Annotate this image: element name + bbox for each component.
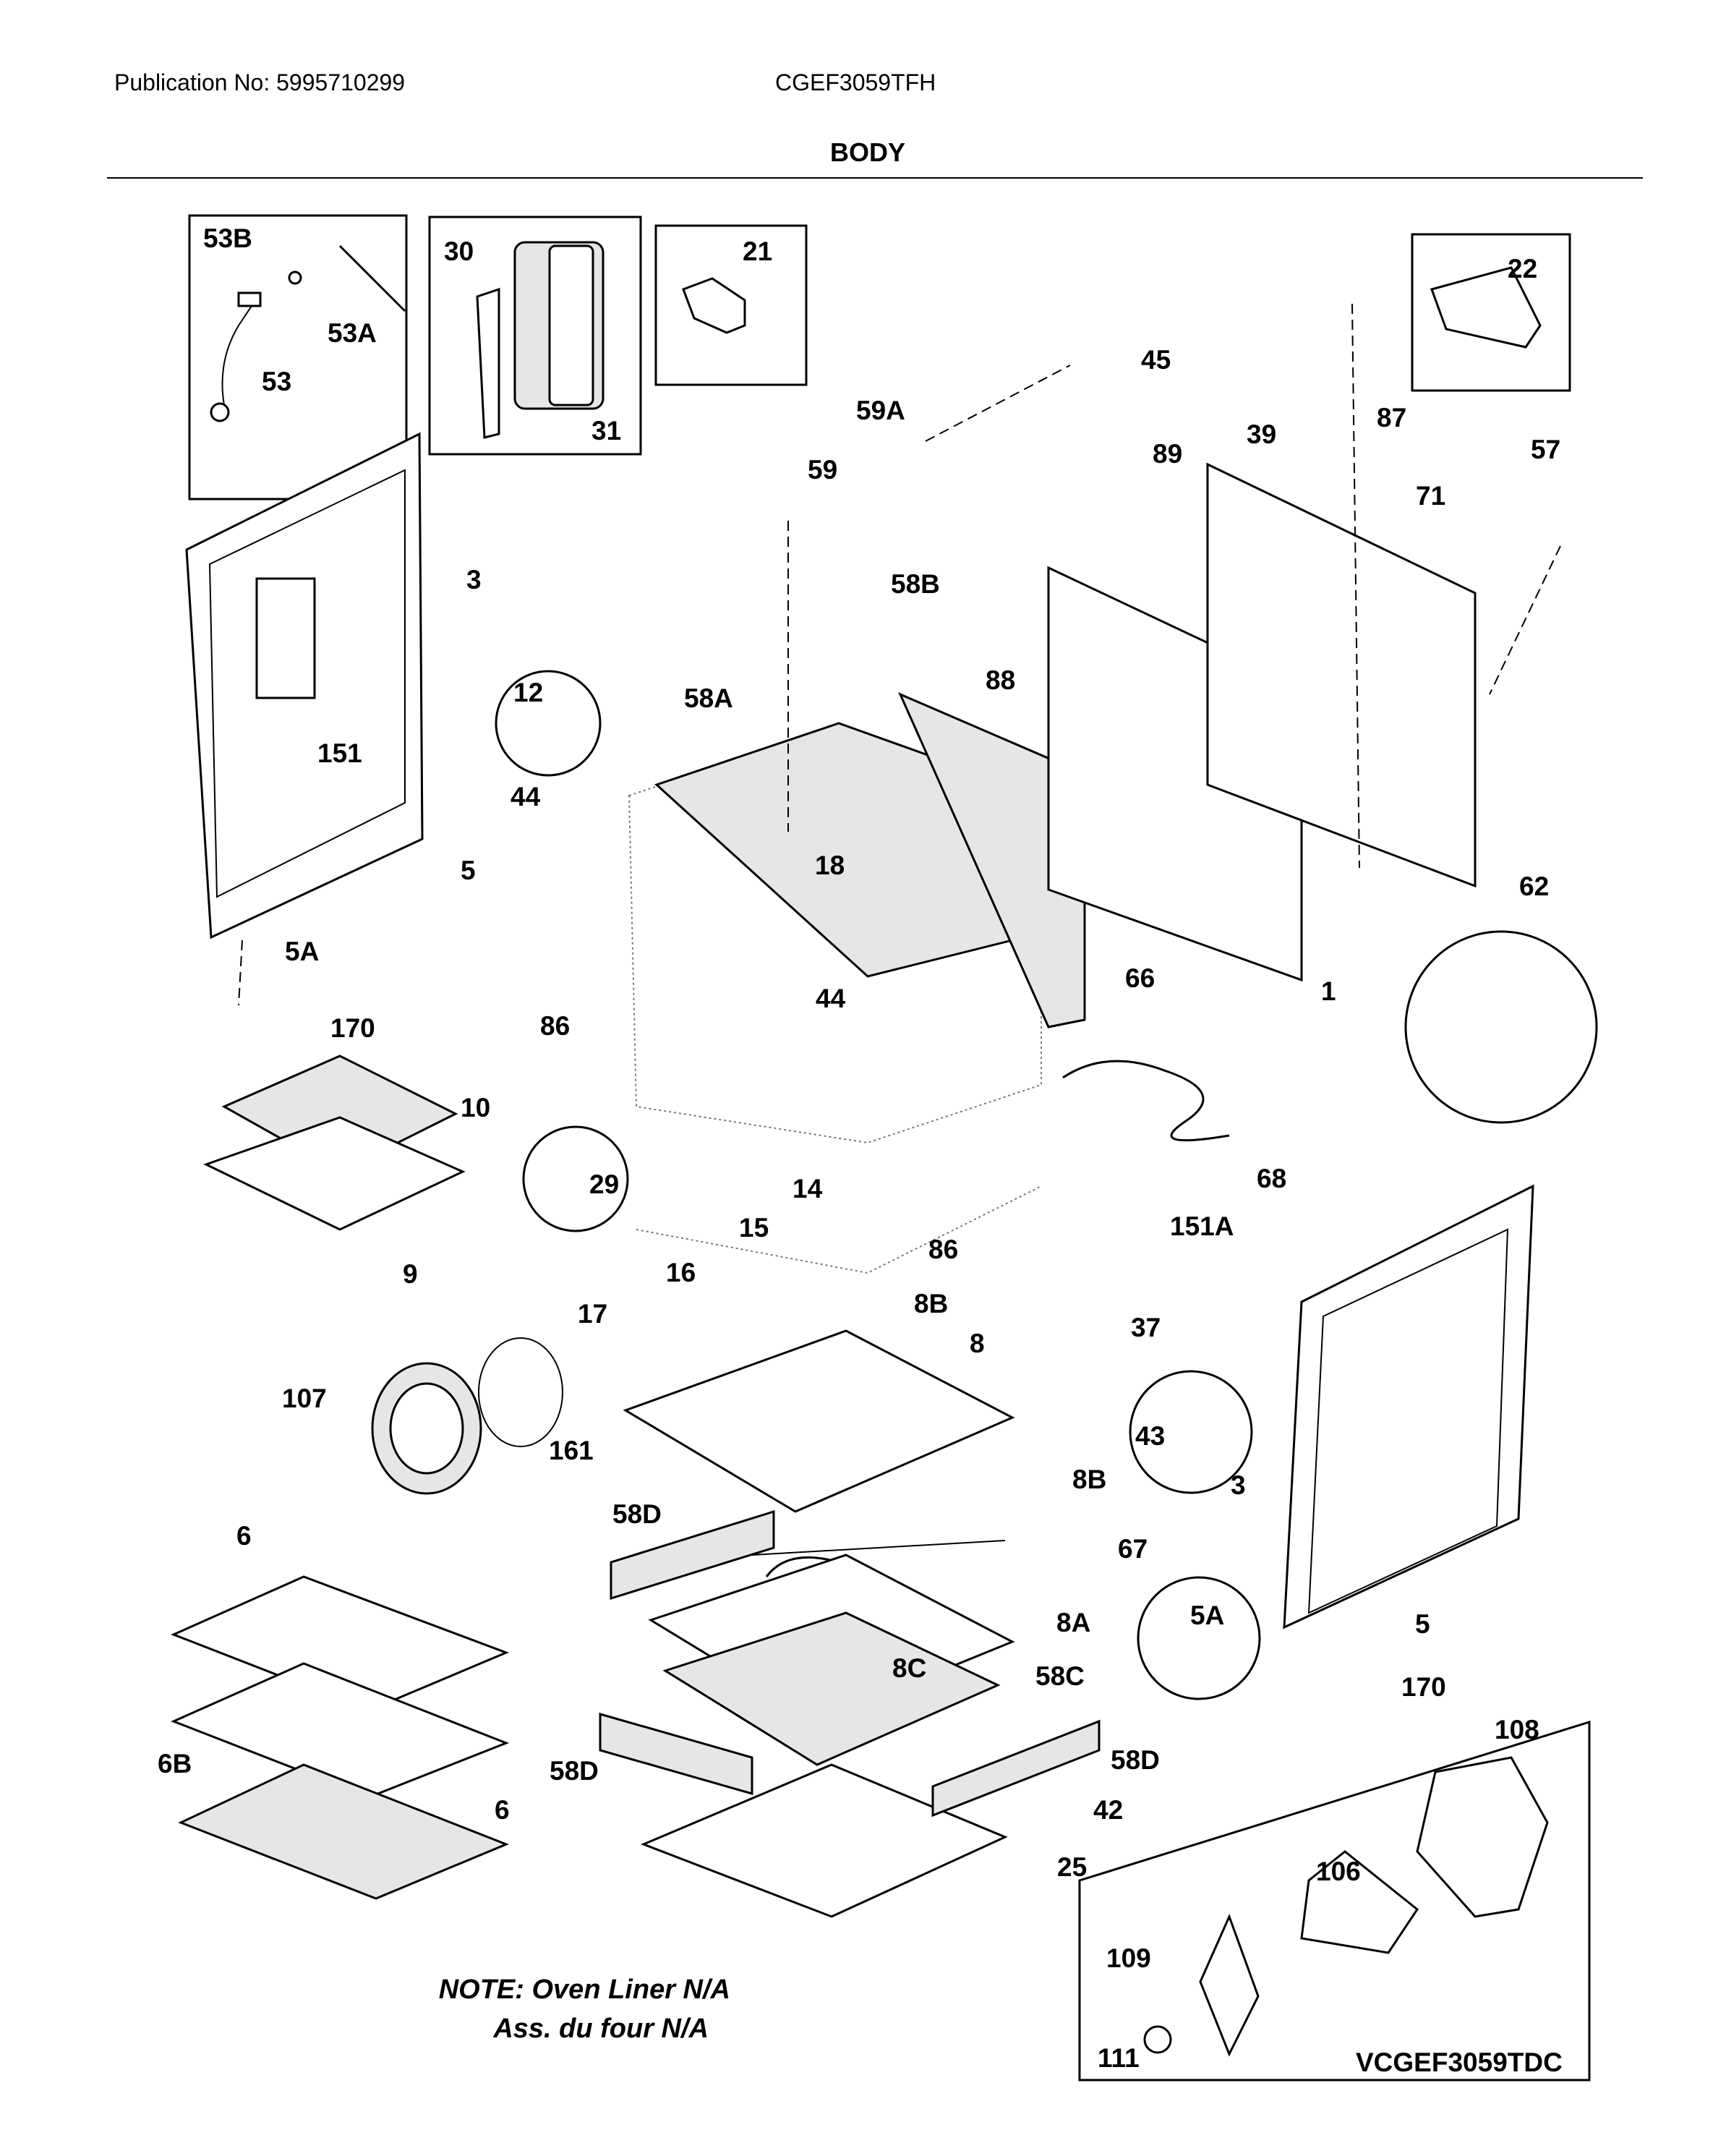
part-label: 86 (540, 1011, 570, 1041)
part-label: 71 (1416, 481, 1445, 511)
part-label: 58A (684, 683, 733, 713)
part-label: 15 (739, 1213, 769, 1243)
part-label: 5 (461, 856, 476, 885)
part-label: 37 (1131, 1313, 1161, 1342)
fan-cover (371, 1337, 563, 1495)
part-label: 89 (1153, 439, 1182, 469)
part-label: 58B (891, 569, 940, 599)
part-label: 21 (743, 237, 772, 266)
part-label: 151A (1170, 1211, 1234, 1241)
inset-box-part-22 (1411, 233, 1571, 392)
part-label: 108 (1495, 1715, 1539, 1744)
part-label: 22 (1508, 254, 1537, 284)
note-line-french: Ass. du four N/A (493, 2014, 709, 2044)
detail-circle-5A (1137, 1576, 1261, 1700)
oven-cavity (628, 692, 1086, 1274)
part-label: 9 (403, 1259, 418, 1289)
part-label: 5 (1415, 1609, 1430, 1639)
part-label: 10 (461, 1093, 490, 1122)
side-panel-right (1283, 1184, 1534, 1629)
part-label: 1 (1321, 976, 1336, 1006)
part-labels: 53B 53A 53 30 31 21 22 45 59A 39 87 59 8… (158, 223, 1560, 2073)
inset-box-bracket (428, 216, 642, 456)
broil-element (1062, 1060, 1230, 1142)
part-label: 170 (330, 1013, 375, 1043)
part-label: 25 (1057, 1852, 1087, 1882)
part-label: 42 (1093, 1795, 1123, 1825)
part-label: 44 (816, 984, 846, 1013)
part-label: 8B (914, 1289, 948, 1318)
detail-circle-12 (495, 670, 602, 777)
header-divider (107, 177, 1643, 179)
section-title: BODY (830, 137, 906, 167)
rear-panel (1047, 462, 1477, 982)
model-number: CGEF3059TFH (775, 69, 936, 95)
part-label: 31 (591, 416, 621, 446)
oven-bottom (599, 1329, 1101, 1918)
part-label: 6B (158, 1749, 192, 1778)
broil-pan (203, 1054, 466, 1231)
part-label: 8A (1056, 1608, 1090, 1637)
part-label: 5A (1190, 1601, 1224, 1630)
part-label: 53A (328, 318, 377, 348)
part-label: 44 (510, 782, 541, 811)
inset-box-convection-fan (1078, 1720, 1591, 2082)
detail-circle-62 (1404, 930, 1598, 1124)
side-panel-left (185, 432, 424, 939)
part-label: 8C (892, 1653, 926, 1683)
part-label: 53 (262, 367, 291, 396)
part-label: 8 (970, 1329, 985, 1358)
part-label: 16 (666, 1258, 696, 1287)
part-label: 5A (285, 937, 319, 966)
part-label: 88 (986, 665, 1015, 695)
part-label: 109 (1106, 1943, 1151, 1973)
oven-racks (171, 1575, 510, 1900)
part-label: 57 (1531, 435, 1560, 464)
part-label: 58D (1111, 1745, 1160, 1775)
part-label: 59A (856, 396, 905, 425)
inset-box-part-21 (654, 224, 808, 386)
part-label: 87 (1377, 403, 1406, 433)
part-label: 58D (550, 1756, 599, 1786)
part-label: 17 (578, 1299, 607, 1329)
part-label: 45 (1141, 345, 1171, 375)
part-label: 18 (815, 851, 845, 880)
part-label: 6 (236, 1521, 252, 1551)
part-label: 68 (1257, 1164, 1286, 1193)
inset-box-thermostat-probe (188, 214, 408, 500)
part-label: 59 (808, 455, 837, 485)
diagram-code: VCGEF3059TDC (1356, 2048, 1563, 2077)
part-label: 14 (792, 1174, 823, 1203)
part-label: 106 (1316, 1857, 1361, 1886)
part-label: 53B (203, 223, 252, 253)
part-label: 107 (282, 1384, 327, 1413)
part-label: 62 (1519, 872, 1549, 901)
part-label: 30 (444, 237, 474, 266)
detail-circle-43 (1129, 1370, 1253, 1494)
part-label: 67 (1118, 1534, 1148, 1564)
part-label: 58D (612, 1499, 662, 1529)
part-label: 6 (495, 1795, 510, 1825)
part-label: 151 (317, 738, 362, 768)
part-label: 43 (1135, 1421, 1165, 1451)
part-label: 8B (1072, 1465, 1106, 1494)
part-label: 86 (928, 1235, 958, 1264)
part-label: 58C (1035, 1661, 1085, 1691)
part-label: 12 (513, 678, 543, 707)
part-label: 3 (466, 565, 482, 595)
part-label: 66 (1125, 963, 1155, 993)
part-label: 111 (1098, 2043, 1140, 2073)
part-label: 3 (1231, 1470, 1246, 1500)
part-label: 170 (1401, 1672, 1446, 1702)
publication-number: Publication No: 5995710299 (114, 69, 406, 95)
part-label: 161 (549, 1436, 594, 1465)
note-line-english: NOTE: Oven Liner N/A (438, 1974, 730, 2005)
part-label: 39 (1247, 419, 1276, 449)
detail-circle-29 (522, 1125, 629, 1232)
part-label: 29 (589, 1169, 619, 1199)
